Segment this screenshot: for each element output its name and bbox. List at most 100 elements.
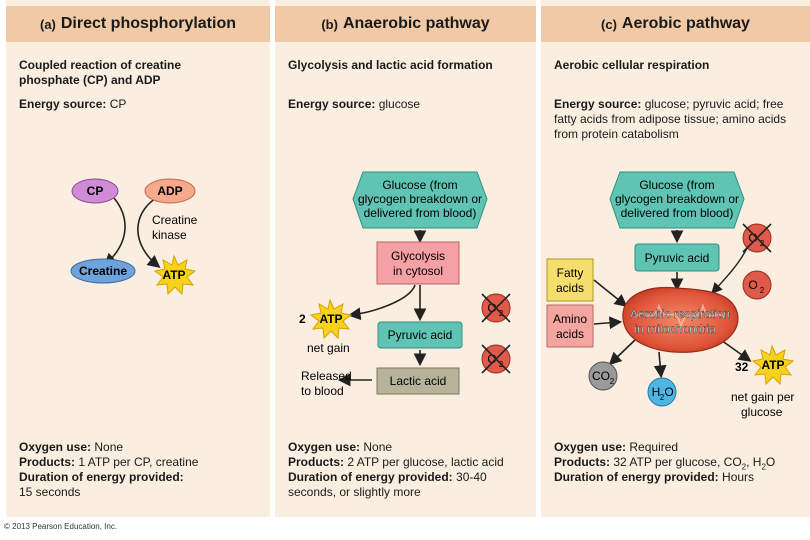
glucose-label-line1: Glucose (from bbox=[382, 178, 457, 192]
panel-c-products: Products: 32 ATP per glucose, CO2, H2O bbox=[554, 455, 802, 474]
amino-acids-label-line1: Amino bbox=[553, 312, 587, 326]
panel-a-subtitle: Coupled reaction of creatine phosphate (… bbox=[19, 58, 182, 87]
adp-to-atp-arrow bbox=[137, 197, 161, 269]
panel-b-header: (b) Anaerobic pathway bbox=[275, 6, 536, 42]
pyruvic-acid-node: Pyruvic acid bbox=[377, 321, 463, 349]
panel-a-energy-source: Energy source: CP bbox=[19, 97, 262, 112]
panel-b-duration: Duration of energy provided: 30-40 secon… bbox=[288, 470, 523, 500]
panel-aerobic-pathway: (c) Aerobic pathway Aerobic cellular res… bbox=[541, 0, 810, 517]
o2-subscript: 2 bbox=[760, 286, 765, 295]
creatine-node: Creatine bbox=[70, 258, 136, 284]
released-label-line2: to blood bbox=[301, 384, 344, 398]
products-label: Products: bbox=[288, 455, 345, 469]
to-atp-arrow bbox=[720, 339, 752, 362]
panel-c-header: (c) Aerobic pathway bbox=[541, 6, 810, 42]
oxygen-use-label: Oxygen use: bbox=[288, 440, 361, 454]
net-gain-label: net gain bbox=[307, 341, 350, 355]
panel-c-diagram: Glucose (from glycogen breakdown or deli… bbox=[546, 171, 794, 419]
panel-a-title: Direct phosphorylation bbox=[60, 15, 236, 32]
o2-symbol: O bbox=[748, 231, 757, 245]
panel-b-title: Anaerobic pathway bbox=[342, 15, 490, 32]
fatty-acids-label-line2: acids bbox=[556, 281, 584, 295]
h2o-subscript: 2 bbox=[660, 393, 665, 402]
net-gain-label-line1: net gain per bbox=[731, 390, 794, 404]
h2o-h: H bbox=[652, 385, 661, 399]
oxygen-use-label: Oxygen use: bbox=[19, 440, 92, 454]
glucose-label-line2: glycogen breakdown or bbox=[358, 192, 482, 206]
glycolysis-label-line1: Glycolysis bbox=[391, 249, 445, 263]
panel-b-energy-source: Energy source: glucose bbox=[288, 97, 528, 112]
co2-node: CO 2 bbox=[588, 361, 618, 391]
atp-burst: ATP bbox=[153, 254, 197, 296]
panel-c-oxygen-use: Oxygen use: Required bbox=[554, 440, 802, 455]
glucose-node: Glucose (from glycogen breakdown or deli… bbox=[609, 171, 745, 229]
products-value-end: O bbox=[765, 455, 776, 469]
amino-acids-node: Amino acids bbox=[546, 304, 594, 348]
panel-direct-phosphorylation: (a) Direct phosphorylation Coupled react… bbox=[6, 0, 270, 517]
panel-a-duration: Duration of energy provided: 15 seconds bbox=[19, 470, 262, 500]
o2-node: O 2 bbox=[742, 270, 772, 300]
products-subscript-2: 2 bbox=[761, 462, 766, 472]
duration-label: Duration of energy provided: bbox=[19, 470, 184, 484]
products-value-mid: , H bbox=[746, 455, 762, 469]
glucose-label-line1: Glucose (from bbox=[639, 178, 714, 192]
glucose-label-line3: delivered from blood) bbox=[364, 206, 477, 220]
o2-symbol: O bbox=[487, 301, 496, 315]
atp-label: ATP bbox=[319, 312, 342, 326]
products-value: 32 ATP per glucose, CO bbox=[613, 455, 742, 469]
energy-source-label: Energy source: bbox=[19, 97, 107, 111]
panel-a-diagram: CP ADP Creatine kinase Creatine ATP bbox=[70, 178, 198, 296]
enzyme-label-line2: kinase bbox=[152, 228, 187, 242]
panel-b-letter: (b) bbox=[321, 16, 338, 32]
panel-b-subtitle: Glycolysis and lactic acid formation bbox=[288, 58, 493, 72]
oxygen-use-value: Required bbox=[629, 440, 679, 454]
copyright-footer: © 2013 Pearson Education, Inc. bbox=[4, 522, 118, 531]
o2-symbol: O bbox=[748, 278, 757, 292]
oxygen-use-value: None bbox=[94, 440, 124, 454]
duration-value: Hours bbox=[722, 470, 755, 484]
energy-source-value: CP bbox=[109, 97, 127, 111]
h2o-node: H 2 O bbox=[647, 377, 677, 407]
duration-value: 30-40 seconds, or slightly more bbox=[288, 470, 487, 499]
glycolysis-label-line2: in cytosol bbox=[393, 264, 443, 278]
glycolysis-to-atp-arrow bbox=[347, 284, 416, 321]
panel-a-header: (a) Direct phosphorylation bbox=[6, 6, 270, 42]
enzyme-label-line1: Creatine bbox=[152, 213, 198, 227]
o2-symbol: O bbox=[487, 352, 496, 366]
glucose-label-line3: delivered from blood) bbox=[621, 206, 734, 220]
panel-c-title: Aerobic pathway bbox=[621, 15, 750, 32]
oxygen-use-label: Oxygen use: bbox=[554, 440, 627, 454]
products-label: Products: bbox=[19, 455, 76, 469]
adp-label: ADP bbox=[157, 184, 182, 198]
lactic-acid-label: Lactic acid bbox=[390, 374, 447, 388]
o2-absent-icon-2: O 2 bbox=[481, 344, 511, 374]
products-label: Products: bbox=[554, 455, 611, 469]
atp-burst: ATP bbox=[309, 298, 353, 340]
fatty-acids-arrow bbox=[593, 279, 628, 308]
panel-c-energy-source: Energy source: glucose; pyruvic acid; fr… bbox=[554, 97, 804, 142]
o2-absent-icon-1: O 2 bbox=[481, 293, 511, 323]
energy-source-label: Energy source: bbox=[554, 97, 642, 111]
panel-a-oxygen-use: Oxygen use: None bbox=[19, 440, 262, 455]
panel-anaerobic-pathway: (b) Anaerobic pathway Glycolysis and lac… bbox=[275, 0, 536, 517]
atp-label: ATP bbox=[761, 358, 784, 372]
aerobic-respiration-label-line1: Aerobic respiration bbox=[630, 307, 730, 321]
panel-c-letter: (c) bbox=[601, 16, 617, 32]
cp-node: CP bbox=[71, 178, 119, 204]
glucose-node: Glucose (from glycogen breakdown or deli… bbox=[352, 171, 488, 229]
released-label-line1: Released bbox=[301, 369, 352, 383]
cp-to-creatine-arrow bbox=[103, 197, 126, 267]
atp-burst-shape bbox=[153, 254, 197, 296]
atp-count: 32 bbox=[735, 360, 749, 374]
panel-a-products: Products: 1 ATP per CP, creatine bbox=[19, 455, 262, 470]
fatty-acids-node: Fatty acids bbox=[546, 258, 594, 302]
aerobic-respiration-label-line2: in mitochondria bbox=[634, 322, 716, 336]
glucose-label-line2: glycogen breakdown or bbox=[615, 192, 739, 206]
energy-source-value: glucose bbox=[378, 97, 421, 111]
products-value: 1 ATP per CP, creatine bbox=[78, 455, 199, 469]
pyruvic-acid-node: Pyruvic acid bbox=[634, 243, 720, 272]
lactic-acid-node: Lactic acid bbox=[376, 367, 460, 395]
o2-consumed-icon: O 2 bbox=[742, 223, 772, 253]
panel-a-letter: (a) bbox=[39, 16, 56, 32]
panel-c-duration: Duration of energy provided: Hours bbox=[554, 470, 802, 485]
